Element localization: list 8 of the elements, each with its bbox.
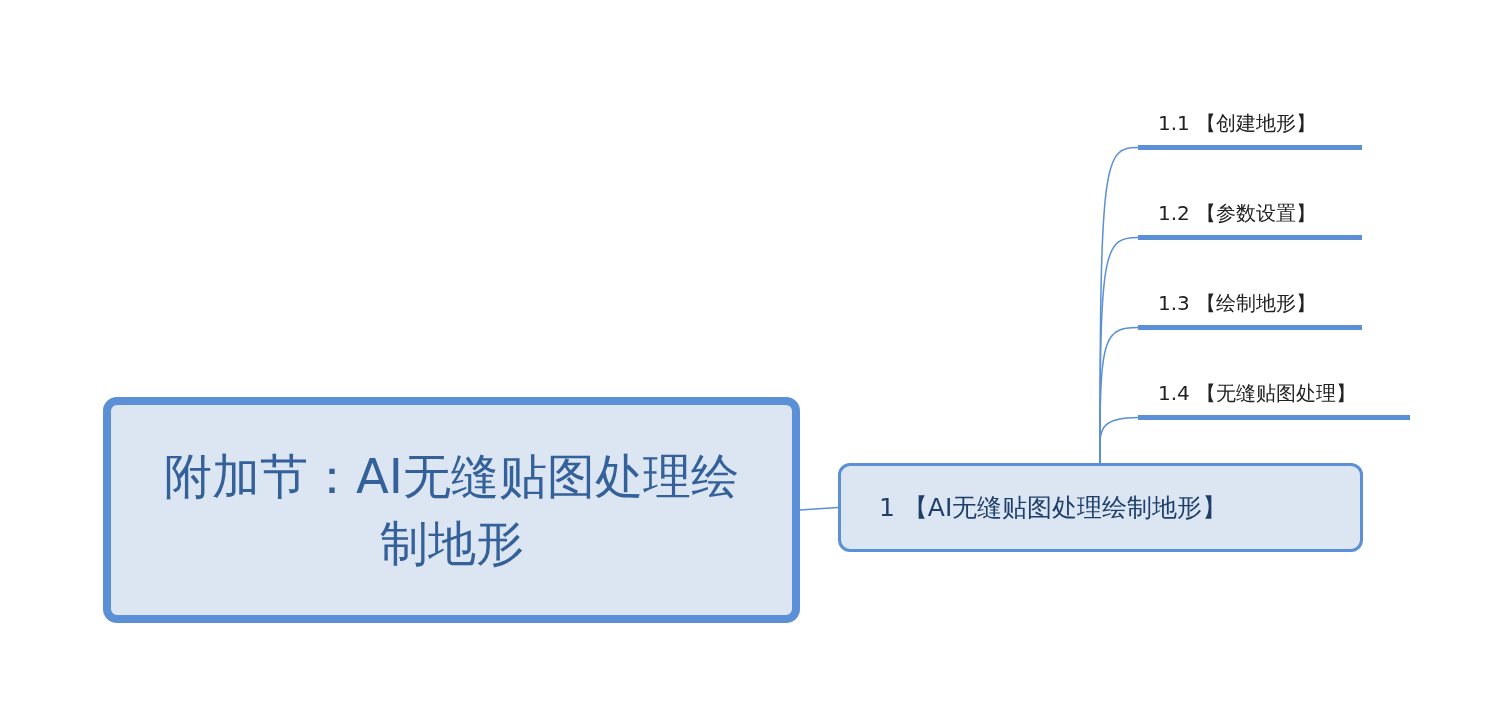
central-topic-box: 附加节：AI无缝贴图处理绘制地形 [103,397,800,623]
connector-line [799,506,839,511]
topic-box: 1 【AI无缝贴图处理绘制地形】 [838,463,1363,552]
subtopic-label: 1.3 【绘制地形】 [1138,280,1362,330]
subtopic-label: 1.1 【创建地形】 [1138,100,1362,150]
subtopic-label: 1.4 【无缝贴图处理】 [1138,370,1410,420]
subtopic-label: 1.2 【参数设置】 [1138,190,1362,240]
connector-line [1099,416,1139,464]
